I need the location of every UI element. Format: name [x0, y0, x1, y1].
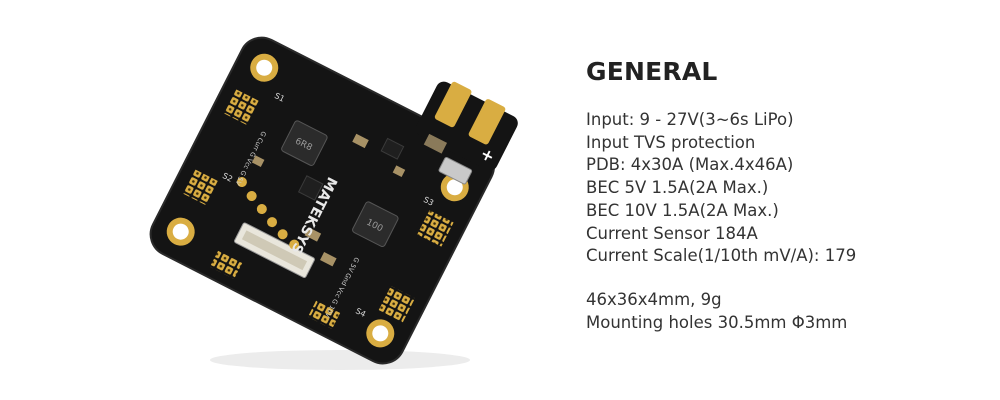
esc-pads-4	[378, 286, 415, 323]
pdb-board-image: 6R8 100	[149, 36, 518, 370]
mounting-hole-tl	[250, 53, 279, 82]
esc-pads-2	[182, 169, 219, 206]
spec-list: Input: 9 - 27V(3~6s LiPo) Input TVS prot…	[586, 109, 986, 268]
s3-label: S3	[422, 195, 435, 208]
spec-bec-10v: BEC 10V 1.5A(2A Max.)	[586, 200, 779, 220]
s1-label: S1	[273, 91, 286, 104]
inductor-1: 6R8	[281, 120, 328, 166]
inductor-2: 100	[352, 201, 399, 247]
esc-pads-3	[417, 210, 454, 247]
spec-pdb-rating: PDB: 4x30A (Max.4x46A)	[586, 155, 794, 175]
esc-pads-1	[223, 88, 260, 126]
spec-spacer	[586, 268, 986, 289]
esc-pads-6	[307, 300, 341, 329]
spec-tvs-protection: Input TVS protection	[586, 132, 756, 152]
spec-current-scale: Current Scale(1/10th mV/A): 179	[586, 246, 857, 266]
s2-label: S2	[221, 171, 234, 184]
esc-pads-5	[209, 250, 243, 280]
spec-dimensions-weight: 46x36x4mm, 9g	[586, 289, 722, 309]
spec-current-sensor: Current Sensor 184A	[586, 223, 758, 243]
mounting-hole-bl	[166, 217, 195, 246]
spec-heading: GENERAL	[586, 57, 718, 86]
spec-panel: GENERAL Input: 9 - 27V(3~6s LiPo) Input …	[586, 56, 986, 334]
dimension-list: 46x36x4mm, 9g Mounting holes 30.5mm Φ3mm	[586, 289, 986, 334]
mounting-hole-br	[366, 319, 395, 348]
spec-bec-5v: BEC 5V 1.5A(2A Max.)	[586, 178, 769, 198]
spec-mounting-holes: Mounting holes 30.5mm Φ3mm	[586, 312, 848, 332]
s4-label: S4	[354, 306, 367, 319]
spec-input-voltage: Input: 9 - 27V(3~6s LiPo)	[586, 110, 794, 129]
